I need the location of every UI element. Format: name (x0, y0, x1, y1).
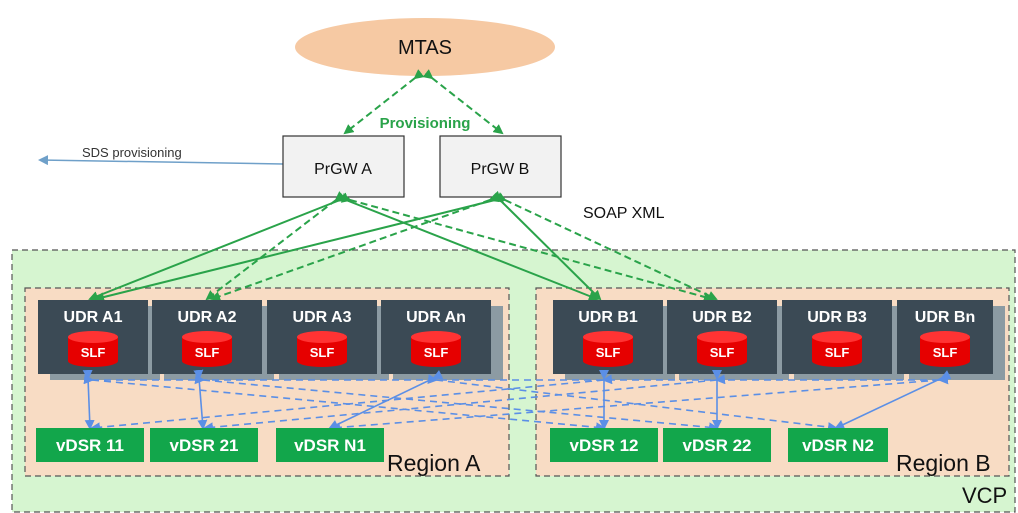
slf-database-icon: SLF (920, 331, 970, 367)
svg-text:UDR Bn: UDR Bn (915, 309, 975, 326)
vdsr-node: vDSR N1 (276, 428, 384, 462)
soap-xml-label: SOAP XML (583, 205, 665, 222)
prgw-a-box (282, 135, 405, 198)
soap-arrows (88, 190, 718, 302)
vdsr-node: vDSR 11 (36, 428, 144, 462)
region-b-label: Region B (896, 450, 991, 476)
udr-node: UDR An SLF (381, 300, 503, 380)
svg-text:UDR A2: UDR A2 (178, 309, 237, 326)
svg-text:SLF: SLF (596, 345, 621, 360)
svg-text:SLF: SLF (825, 345, 850, 360)
svg-text:SLF: SLF (310, 345, 335, 360)
udr-node: UDR A3 SLF (267, 300, 389, 380)
diameter-arrows (82, 369, 952, 433)
svg-text:UDR A1: UDR A1 (64, 309, 123, 326)
sds-provisioning-label: SDS provisioning (82, 145, 182, 160)
svg-text:SLF: SLF (424, 345, 449, 360)
mtas-node (295, 18, 555, 76)
udr-node: UDR B2 SLF (667, 300, 789, 380)
slf-database-icon: SLF (68, 331, 118, 367)
svg-text:SLF: SLF (933, 345, 958, 360)
svg-text:UDR B2: UDR B2 (692, 309, 752, 326)
vdsr-node: vDSR 12 (550, 428, 658, 462)
prgw-b-label: PrGW B (471, 161, 530, 178)
vdsr-node: vDSR N2 (788, 428, 888, 462)
sds-provisioning-arrow (38, 155, 284, 166)
udr-node: UDR A2 SLF (152, 300, 274, 380)
region-a-label: Region A (387, 450, 481, 476)
prgw-b-box (439, 135, 562, 198)
slf-database-icon: SLF (812, 331, 862, 367)
prgw-b-udr-a2-arrow (210, 192, 500, 302)
svg-text:vDSR 12: vDSR 12 (570, 436, 639, 455)
slf-database-icon: SLF (411, 331, 461, 367)
vdsr-node: vDSR 21 (150, 428, 258, 462)
vcp-label: VCP (962, 483, 1007, 508)
mtas-prgw-a-arrow (343, 69, 425, 135)
svg-text:UDR B1: UDR B1 (578, 309, 638, 326)
slf-database-icon: SLF (697, 331, 747, 367)
svg-text:SLF: SLF (195, 345, 220, 360)
svg-text:SLF: SLF (710, 345, 735, 360)
prgw-a-label: PrGW A (314, 161, 372, 178)
svg-text:UDR B3: UDR B3 (807, 309, 867, 326)
svg-text:vDSR 21: vDSR 21 (170, 436, 239, 455)
svg-text:vDSR N1: vDSR N1 (294, 436, 366, 455)
mtas-label: MTAS (398, 37, 452, 59)
udr-node: UDR B1 SLF (553, 300, 675, 380)
svg-text:SLF: SLF (81, 345, 106, 360)
vdsr-node: vDSR 22 (663, 428, 771, 462)
prgw-b-udr-b2-arrow (495, 192, 718, 301)
udr-node: UDR Bn SLF (897, 300, 1005, 380)
udr-bn-vdsr-n1-link (330, 374, 949, 433)
svg-text:vDSR 22: vDSR 22 (683, 436, 752, 455)
slf-database-icon: SLF (182, 331, 232, 367)
svg-text:vDSR 11: vDSR 11 (56, 436, 124, 455)
slf-database-icon: SLF (583, 331, 633, 367)
mtas-prgw-b-arrow (422, 69, 504, 135)
udr-node: UDR B3 SLF (782, 300, 904, 380)
slf-database-icon: SLF (297, 331, 347, 367)
provisioning-label: Provisioning (380, 115, 471, 132)
udr-node: UDR A1 SLF (38, 300, 160, 380)
svg-text:UDR An: UDR An (406, 309, 466, 326)
svg-text:vDSR N2: vDSR N2 (802, 436, 874, 455)
svg-text:UDR A3: UDR A3 (293, 309, 352, 326)
